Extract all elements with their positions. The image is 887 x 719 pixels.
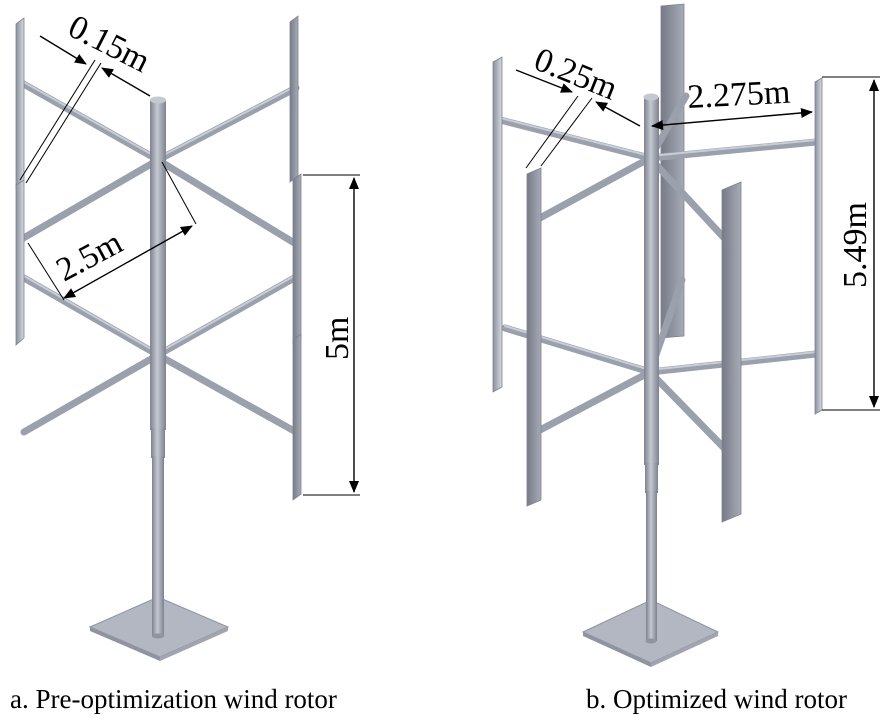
right-radius-label: 2.275m <box>686 74 791 116</box>
left-radius-label: 2.5m <box>50 224 128 289</box>
right-chord-label: 0.25m <box>529 41 623 108</box>
left-chord-label: 0.15m <box>62 8 155 80</box>
right-shaft <box>643 93 659 644</box>
left-blades <box>15 15 302 501</box>
left-rotor: 0.15m 2.5m 5m <box>15 8 360 661</box>
right-height-dimension: 5.49m <box>822 76 880 411</box>
right-caption: b. Optimized wind rotor <box>586 684 847 714</box>
left-shaft <box>150 96 166 639</box>
right-blades <box>492 56 823 523</box>
left-height-label: 5m <box>319 317 356 360</box>
right-rotor: 0.25m 2.275m 5.49m <box>492 3 880 667</box>
right-blade-back <box>660 3 685 339</box>
left-struts <box>16 78 300 436</box>
left-height-dimension: 5m <box>303 174 360 496</box>
right-height-label: 5.49m <box>837 202 874 288</box>
right-radius-dimension: 2.275m <box>651 74 813 131</box>
left-caption: a. Pre-optimization wind rotor <box>10 684 337 714</box>
